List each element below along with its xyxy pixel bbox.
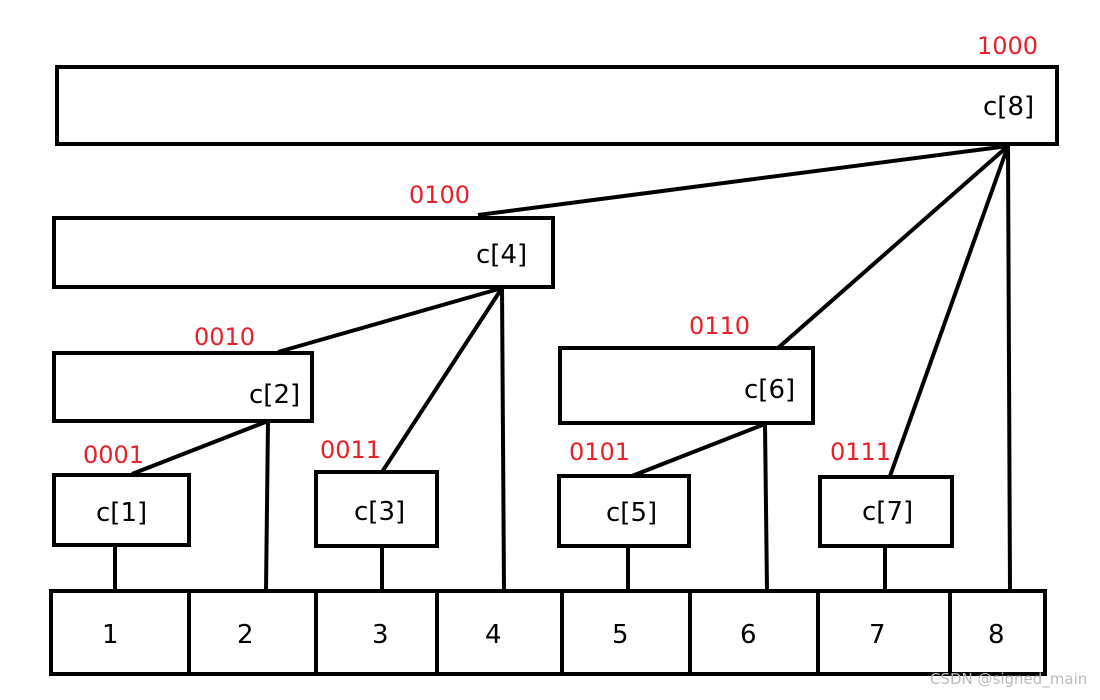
tree-node-c2: 0010 c[2] [52,323,314,423]
node-label-c5: c[5] [606,498,657,528]
edge-c4-cell4 [500,287,506,592]
tree-node-c7: 0111 c[7] [818,438,954,548]
edge-c2-c1 [131,419,269,476]
array-cell-8: 8 [988,620,1005,650]
edge-c6-c5 [631,422,766,478]
binary-label-0101: 0101 [569,438,630,466]
tree-node-c1: 0001 c[1] [52,441,191,547]
edge-c4-c3 [380,286,504,474]
array-cell-5: 5 [612,620,629,650]
node-label-c4: c[4] [476,240,527,270]
node-label-c6: c[6] [744,375,795,405]
array-cell-2: 2 [237,620,254,650]
array-cell-3: 3 [372,620,389,650]
connector-lines [113,144,1012,592]
array-row: 1 2 3 4 5 6 7 8 [49,589,1047,676]
node-label-c2: c[2] [249,380,300,410]
binary-label-0110: 0110 [689,312,750,340]
array-cell-7: 7 [869,620,886,650]
binary-label-0011: 0011 [320,436,381,464]
tree-node-c3: 0011 c[3] [314,436,439,548]
tree-node-c5: 0101 c[5] [557,438,691,548]
edge-c8-c6 [776,144,1010,350]
binary-label-0111: 0111 [830,438,891,466]
edge-c4-c2 [277,286,503,354]
edge-c2-cell2 [264,420,270,592]
tree-node-c8: 1000 c[8] [55,32,1059,146]
edge-c8-c7 [888,145,1010,477]
binary-label-0001: 0001 [83,441,144,469]
edge-c8-c4 [477,144,1009,217]
binary-label-1000: 1000 [977,32,1038,60]
tree-node-c6: 0110 c[6] [558,312,815,425]
node-label-c3: c[3] [354,497,405,527]
binary-label-0010: 0010 [194,323,255,351]
node-label-c1: c[1] [96,498,147,528]
array-cell-1: 1 [102,620,119,650]
watermark: CSDN @signed_main [930,670,1088,688]
node-label-c7: c[7] [862,497,913,527]
binary-label-0100: 0100 [409,181,470,209]
edge-c8-cell8 [1006,145,1012,592]
tree-node-c4: 0100 c[4] [52,181,555,289]
array-cell-6: 6 [740,620,757,650]
edge-c6-cell6 [763,423,769,592]
node-label-c8: c[8] [983,92,1034,122]
array-cell-4: 4 [485,620,502,650]
